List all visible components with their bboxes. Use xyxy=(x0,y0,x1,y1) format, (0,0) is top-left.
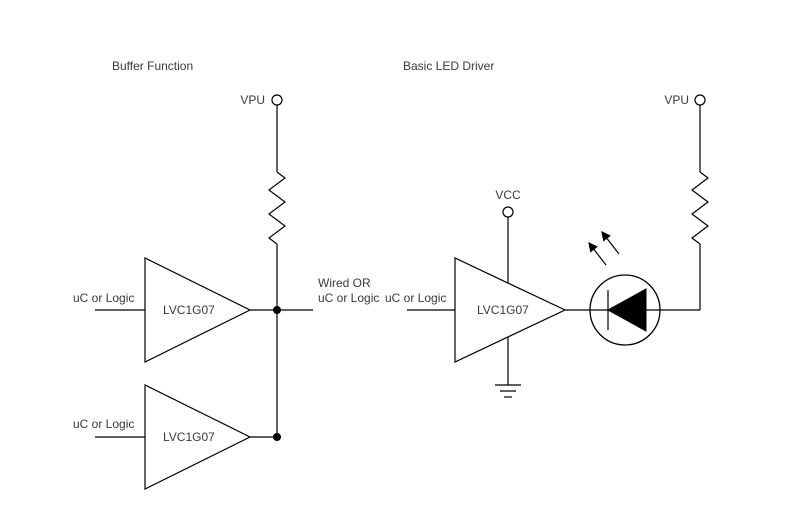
buffer2-gate-icon xyxy=(144,384,252,490)
buffer2-input-label: uC or Logic xyxy=(73,417,134,431)
vpu-label-right: VPU xyxy=(664,93,689,107)
junction-dot-2 xyxy=(273,433,281,441)
vpu-label-left: VPU xyxy=(240,93,265,107)
basic-led-driver-title: Basic LED Driver xyxy=(403,59,494,73)
buffer1-label: LVC1G07 xyxy=(163,303,215,317)
vcc-terminal-icon xyxy=(502,206,514,218)
vcc-label: VCC xyxy=(495,188,521,202)
buffer1-input-label: uC or Logic xyxy=(73,291,134,305)
pullup-resistor-right-icon xyxy=(691,171,709,245)
pullup-resistor-icon xyxy=(268,171,286,245)
ground-icon xyxy=(495,384,521,398)
output-label-line1: Wired OR xyxy=(318,276,371,290)
light-emission-arrows-icon xyxy=(588,231,620,266)
buffer-function-title: Buffer Function xyxy=(112,59,193,73)
junction-dot-1 xyxy=(273,306,281,314)
output-label-line2: uC or Logic xyxy=(318,291,379,305)
buffer1-gate-icon xyxy=(144,257,252,363)
basic-led-driver-circuit: Basic LED Driver VPU VCC uC or Logic LVC… xyxy=(385,59,709,398)
buffer2-label: LVC1G07 xyxy=(163,430,215,444)
vpu-terminal-icon xyxy=(271,94,283,106)
driver-input-label: uC or Logic xyxy=(385,291,446,305)
vpu-terminal-right-icon xyxy=(694,94,706,106)
driver-gate-icon xyxy=(454,257,567,363)
driver-gate-label: LVC1G07 xyxy=(477,303,529,317)
buffer-function-circuit: Buffer Function VPU uC or Logic LVC1G07 … xyxy=(73,59,379,490)
